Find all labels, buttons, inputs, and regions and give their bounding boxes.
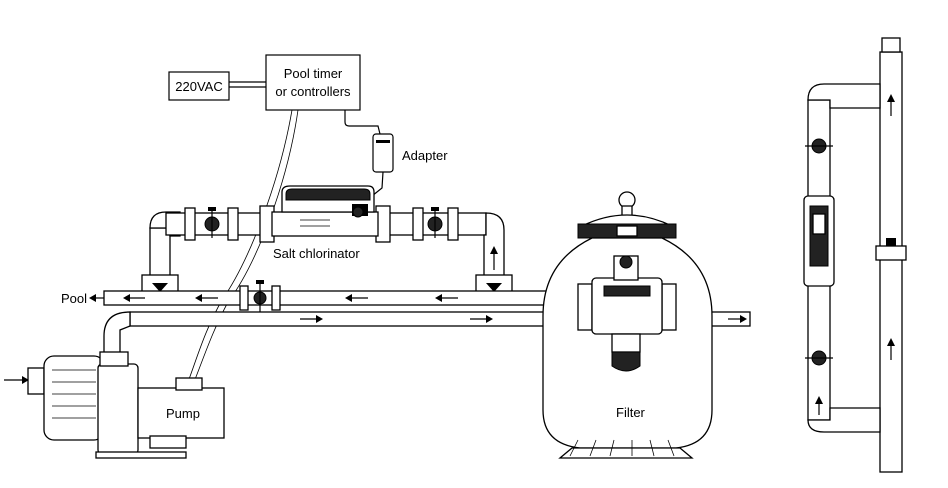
adapter-label: Adapter [402, 148, 448, 163]
vertical-installation [803, 37, 907, 473]
power-label: 220VAC [175, 79, 222, 94]
return-line: Pool [61, 280, 591, 314]
adapter-icon: Adapter [372, 133, 448, 173]
salt-chlorinator-cell: Salt chlorinator [259, 185, 391, 261]
pump-label: Pump [166, 406, 200, 421]
timer-label-line1: Pool timer [284, 66, 343, 81]
pump: Pump [4, 351, 225, 459]
wiring [187, 81, 384, 383]
filter-label: Filter [616, 405, 646, 420]
salt-chlorinator-label: Salt chlorinator [273, 246, 360, 261]
bypass-valve-left [184, 207, 239, 241]
timer-box: Pool timer or controllers [265, 54, 361, 111]
bypass-loop [141, 211, 513, 294]
pool-label: Pool [61, 291, 87, 306]
power-box: 220VAC [168, 71, 230, 101]
multiport-valve [577, 255, 677, 372]
timer-label-line2: or controllers [275, 84, 351, 99]
bypass-valve-right [412, 207, 459, 241]
